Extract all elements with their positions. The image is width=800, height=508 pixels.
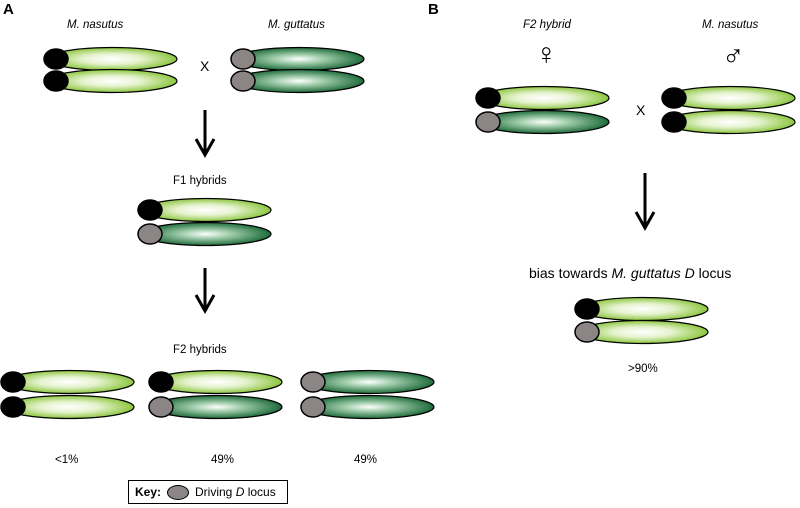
centromere — [148, 371, 174, 393]
key-text: Driving D locus — [195, 485, 276, 499]
guttatus-parent-bottom — [230, 68, 365, 94]
biased-offspring-top — [574, 296, 709, 322]
f2-hybrid-parent-top — [475, 85, 610, 111]
nasutus-male-parent-top — [661, 85, 796, 111]
f2-genotype-3-bottom — [300, 394, 435, 420]
f2-genotype-1-top — [0, 369, 135, 395]
f1-hybrid-top — [137, 197, 272, 223]
key-text-suffix: locus — [244, 485, 276, 499]
f2-percentage-3: 49% — [354, 454, 378, 466]
f2-genotype-1-bottom — [0, 394, 135, 420]
centromere — [475, 87, 501, 109]
f1-hybrid-bottom — [137, 221, 272, 247]
f2-percentage-1: <1% — [55, 454, 79, 466]
key-grey-centromere-icon — [167, 484, 190, 500]
bias-label: bias towards M. guttatus D locus — [529, 265, 731, 281]
key-box: Key: Driving D locus — [128, 480, 288, 504]
f2-genotype-2-bottom — [148, 394, 283, 420]
key-title: Key: — [135, 485, 162, 499]
guttatus-parent-top — [230, 46, 365, 72]
centromere — [137, 199, 163, 221]
centromere — [661, 111, 687, 133]
driving-centromere — [230, 70, 256, 92]
driving-centromere — [300, 371, 326, 393]
biased-offspring-bottom — [574, 319, 709, 345]
driving-centromere — [300, 396, 326, 418]
f2-percentage-2: 49% — [211, 454, 235, 466]
driving-centromere — [137, 223, 163, 245]
panel-a-label: A — [3, 1, 14, 18]
driving-centromere — [574, 321, 600, 343]
centromere — [43, 70, 69, 92]
arrow-to-f2 — [194, 268, 216, 315]
centromere — [43, 48, 69, 70]
parent1-name: M. nasutus — [67, 19, 124, 31]
f2-hybrid-name: F2 hybrid — [523, 19, 571, 31]
driving-centromere — [230, 48, 256, 70]
male-symbol: ♂ — [722, 40, 745, 73]
cross-symbol-b: X — [636, 102, 646, 118]
centromere — [661, 87, 687, 109]
key-text-italic: D — [235, 485, 245, 499]
cross-symbol-a: X — [200, 58, 210, 74]
f2-genotype-2-top — [148, 369, 283, 395]
key-text-prefix: Driving — [195, 485, 236, 499]
female-symbol: ♀ — [535, 38, 558, 71]
f2-label: F2 hybrids — [173, 344, 227, 356]
centromere — [0, 396, 26, 418]
parent2-name: M. guttatus — [268, 19, 325, 31]
arrow-to-f1 — [194, 110, 216, 159]
bias-species: M. guttatus D — [611, 265, 695, 281]
panel-b-label: B — [428, 1, 439, 18]
f1-label: F1 hybrids — [173, 175, 227, 187]
nasutus-parent-bottom — [43, 68, 178, 94]
driving-centromere — [475, 111, 501, 133]
bias-percentage: >90% — [628, 363, 658, 375]
f2-genotype-3-top — [300, 369, 435, 395]
arrow-to-offspring — [634, 173, 656, 232]
nasutus-male-parent-bottom — [661, 109, 796, 135]
f2-hybrid-parent-bottom — [475, 109, 610, 135]
nasutus-name-b: M. nasutus — [702, 19, 759, 31]
bias-prefix: bias towards — [529, 265, 612, 281]
driving-centromere — [148, 396, 174, 418]
bias-suffix: locus — [694, 265, 732, 281]
nasutus-parent-top — [43, 46, 178, 72]
centromere — [0, 371, 26, 393]
centromere — [574, 298, 600, 320]
